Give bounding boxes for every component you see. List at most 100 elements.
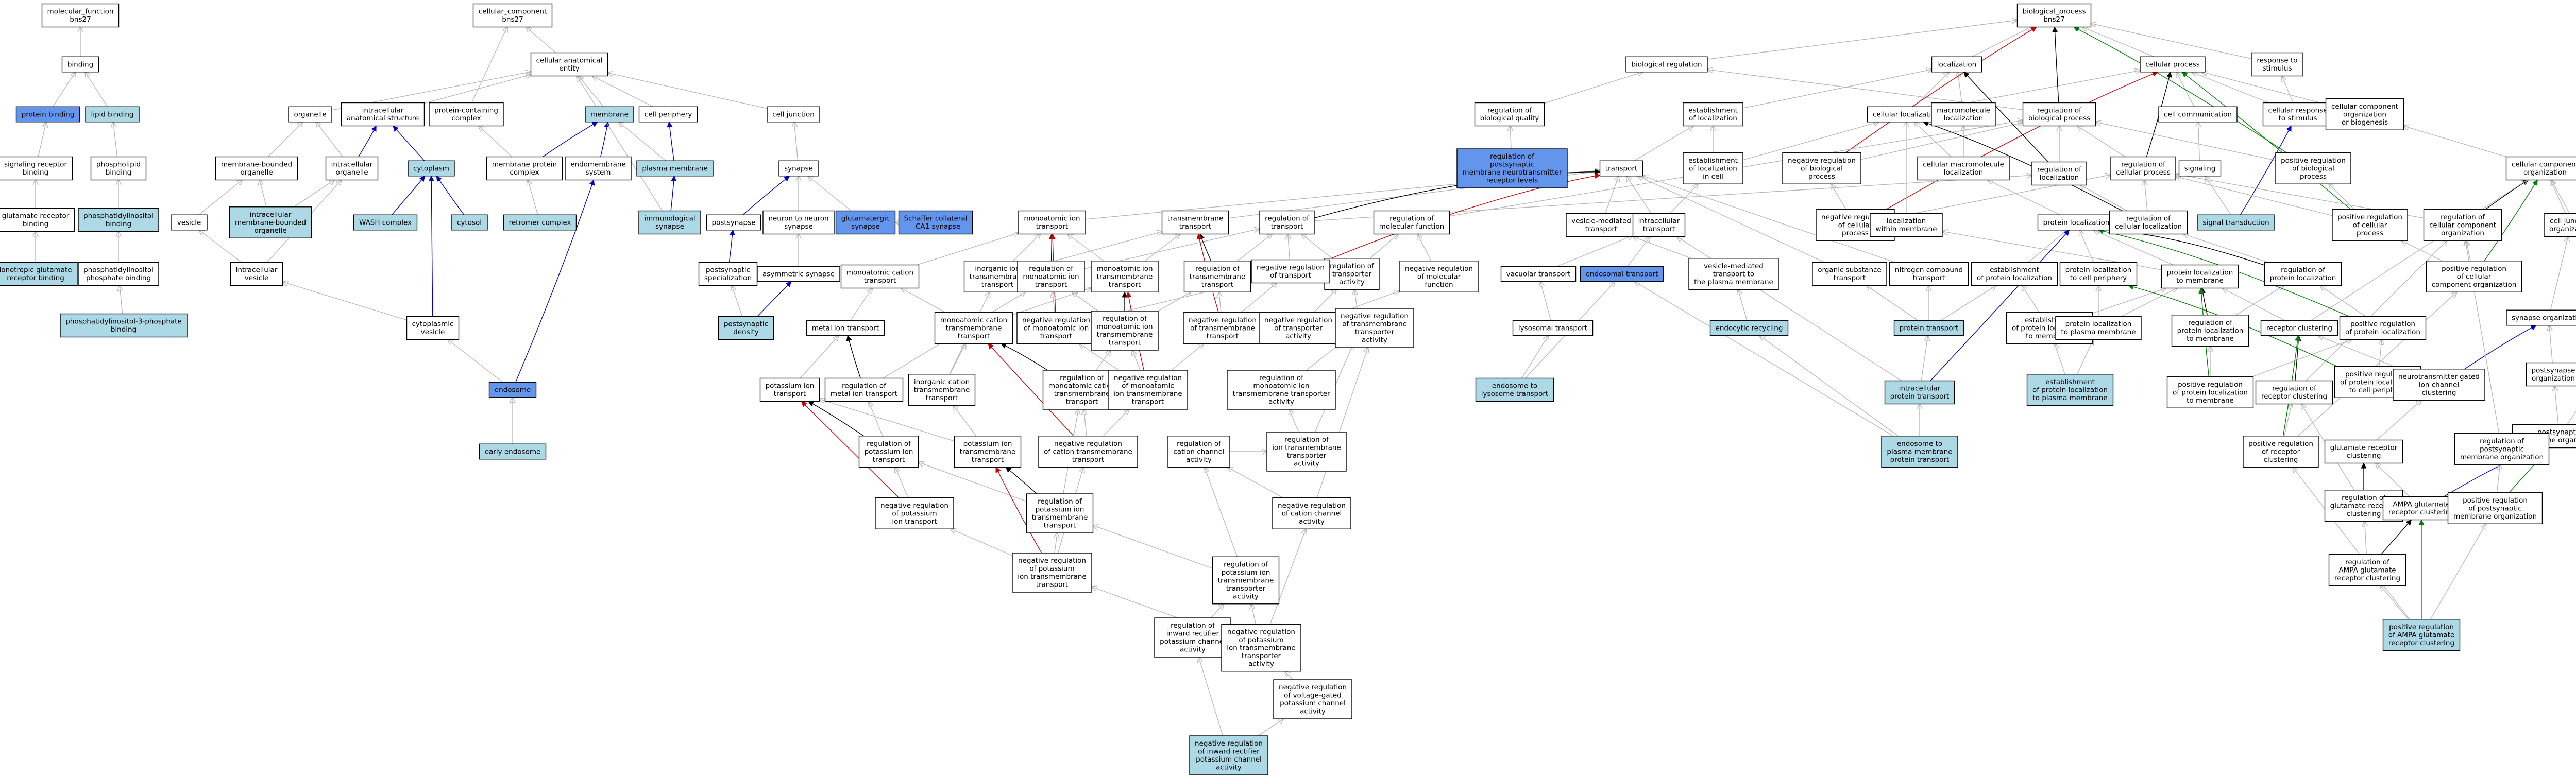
node-cell-junction[interactable]: cell junction	[767, 106, 820, 123]
node-cell-comm[interactable]: cell communication	[2158, 106, 2238, 123]
node-plasma-membrane[interactable]: plasma membrane	[636, 160, 714, 177]
node-cell-periphery[interactable]: cell periphery	[638, 106, 698, 123]
node-protein-binding[interactable]: protein binding	[15, 106, 80, 123]
node-lysosomal-transport[interactable]: lysosomal transport	[1512, 320, 1594, 336]
node-synapse-org[interactable]: synapse organization	[2506, 309, 2576, 326]
node-binding[interactable]: binding	[61, 56, 99, 73]
node-endosomal-transport[interactable]: endosomal transport	[1580, 266, 1664, 282]
node-signaling[interactable]: signaling	[2178, 160, 2222, 177]
node-asym-synapse[interactable]: asymmetric synapse	[757, 266, 840, 282]
node-postsynapse[interactable]: postsynapse	[706, 214, 761, 231]
node-lipid-binding[interactable]: lipid binding	[85, 106, 140, 123]
node-endocytic-recycling[interactable]: endocytic recycling	[1709, 320, 1789, 336]
node-protein-transport[interactable]: protein transport	[1893, 320, 1964, 336]
node-cytosol[interactable]: cytosol	[451, 214, 488, 231]
node-early-endosome[interactable]: early endosome	[479, 443, 547, 460]
node-cytoplasm[interactable]: cytoplasm	[408, 160, 455, 177]
node-membrane[interactable]: membrane	[585, 106, 634, 123]
node-endosome[interactable]: endosome	[488, 382, 537, 398]
node-wash-complex[interactable]: WASH complex	[353, 214, 418, 231]
node-signal-transduction[interactable]: signal transduction	[2197, 214, 2275, 231]
node-metal-ion-transport[interactable]: metal ion transport	[806, 320, 885, 336]
node-cell-process[interactable]: cellular process	[2140, 56, 2206, 73]
node-synapse[interactable]: synapse	[778, 160, 819, 177]
node-localization[interactable]: localization	[1931, 56, 1982, 73]
